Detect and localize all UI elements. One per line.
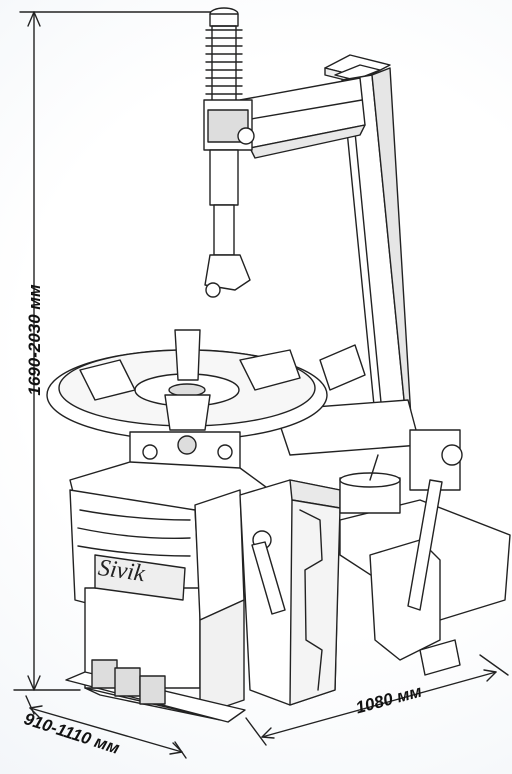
turntable bbox=[46, 329, 328, 473]
height-dimension-line bbox=[13, 11, 226, 691]
horizontal-arm bbox=[239, 77, 366, 159]
logo-plate bbox=[94, 554, 186, 601]
width-dimension-line bbox=[25, 695, 187, 759]
bead-breaker-housing bbox=[239, 479, 341, 706]
bead-breaker-arm bbox=[339, 429, 511, 676]
height-dimension-label: 1690-2030 мм bbox=[25, 284, 44, 396]
vertical-column bbox=[274, 54, 421, 456]
pedals bbox=[65, 659, 246, 723]
depth-dimension-line bbox=[245, 654, 509, 746]
mounting-shaft bbox=[203, 7, 255, 298]
